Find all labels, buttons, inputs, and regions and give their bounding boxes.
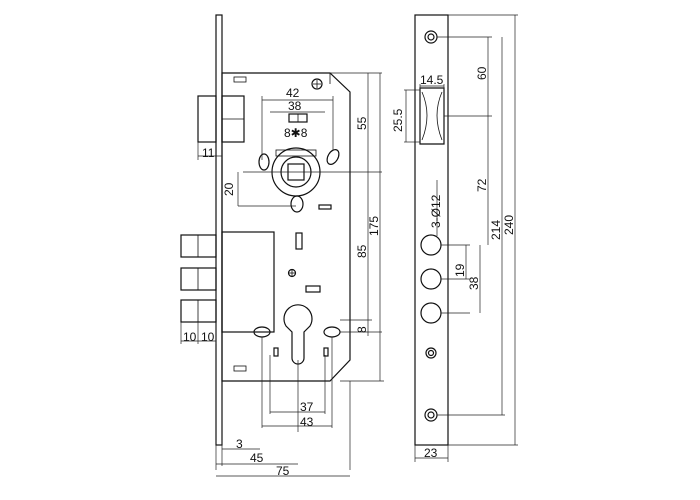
slot-bottom [233,365,247,372]
dim-25-5: 25.5 [391,108,405,132]
dim-85: 85 [355,244,369,258]
mid-slot [295,232,303,250]
deadbolt-plate [221,231,275,333]
hole-below-hub [290,195,304,213]
faceplate-front [414,14,449,446]
mid-screw [287,268,297,278]
dim-60: 60 [475,66,489,80]
dim-37: 37 [300,400,314,414]
dim-14-5: 14.5 [420,73,444,87]
dim-72: 72 [475,178,489,192]
dim-75: 75 [276,464,290,478]
slot-left [258,153,270,171]
dim-8x8: 8✱8 [284,126,308,140]
deadbolts [180,231,275,333]
bolt-hole-1 [420,234,442,256]
dim-11: 11 [202,146,215,160]
latch-housing [197,95,217,143]
dim-240: 240 [502,215,516,235]
dim-8: 8 [355,326,369,333]
slot-right [326,149,340,165]
dim-3-phi12: 3-Ø12 [429,194,443,228]
faceplate-screw-top [424,30,438,44]
dim-214: 214 [489,220,503,240]
dim-45: 45 [250,451,264,465]
dim-19: 19 [453,263,467,277]
bolt-hole-3 [420,302,442,324]
faceplate [215,14,223,446]
dim-10-left: 10 [183,330,197,344]
top-screw [311,78,323,90]
dim-20: 20 [222,182,236,196]
faceplate-dimensions: 14.5 25.5 60 72 214 240 19 38 3-Ø12 23 [391,14,518,462]
dim-38-top: 38 [288,99,302,113]
lock-body-view [180,14,351,446]
slot-top [233,76,247,83]
dim-23: 23 [424,446,438,460]
dim-175: 175 [367,216,381,236]
latch-opening [419,87,445,145]
bolt-hole-2 [420,268,442,290]
cylinder-cutout [283,304,313,365]
dim-43: 43 [300,415,314,429]
faceplate-view [414,14,449,446]
dim-38-right: 38 [467,276,481,290]
cyl-hole-right [323,326,341,338]
dim-3: 3 [236,437,243,451]
faceplate-screw-bottom [424,408,438,422]
lock-body-dimensions: 42 38 8✱8 20 11 55 85 175 8 10 10 [180,72,384,478]
dim-55: 55 [355,116,369,130]
dim-42: 42 [286,86,300,100]
dim-10-right: 10 [201,330,215,344]
faceplate-screw-mid [425,347,437,359]
